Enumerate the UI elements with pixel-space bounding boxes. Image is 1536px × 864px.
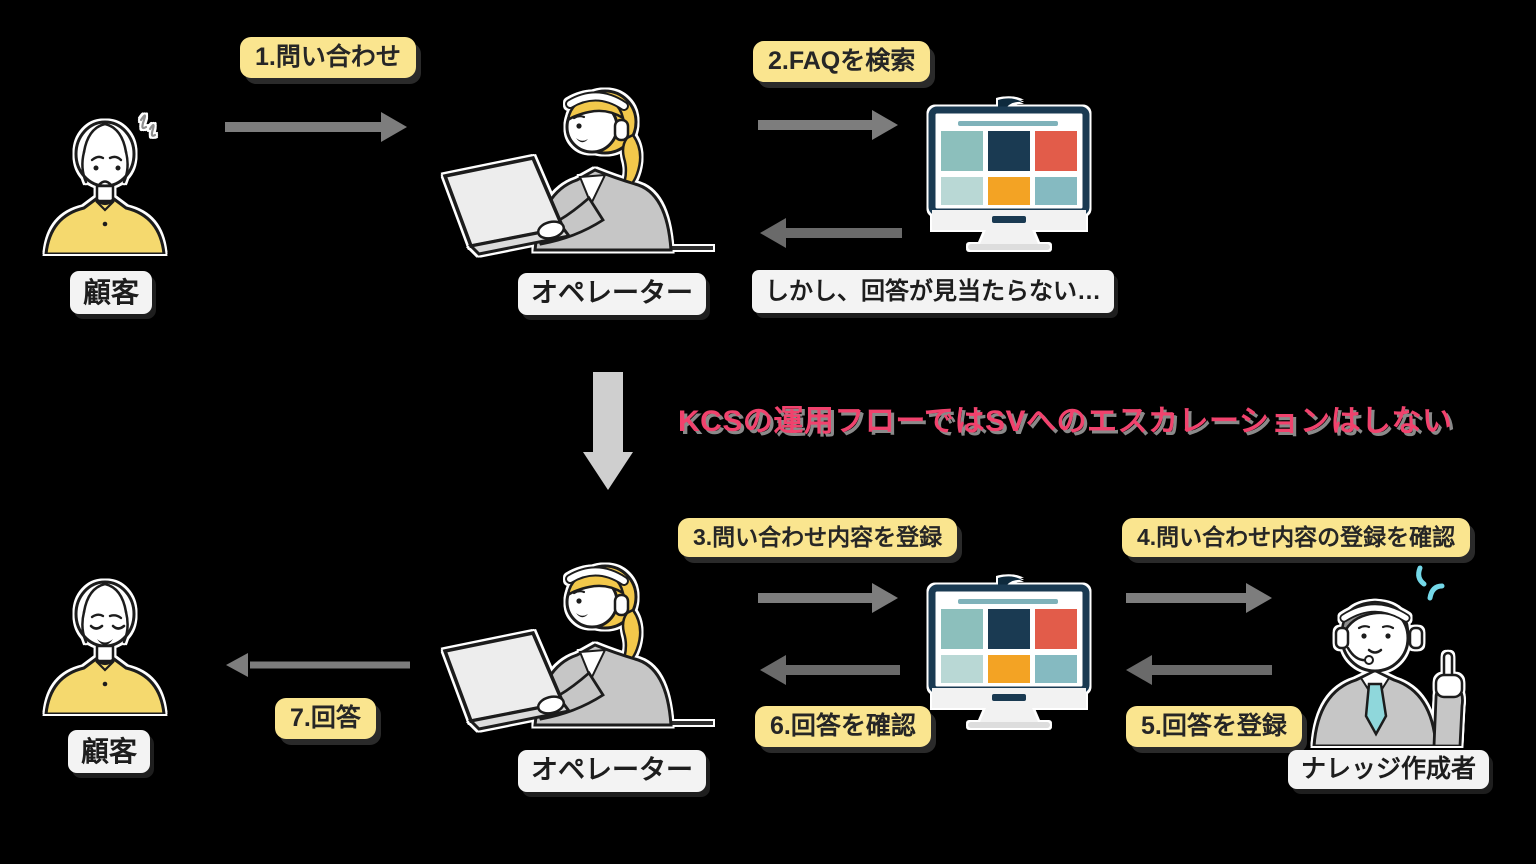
headset-band [567,93,627,109]
operator-label-bottom: オペレーター [518,750,706,792]
operator-label-top: オペレーター [518,273,706,315]
no-answer-note: しかし、回答が見当たらない… [752,270,1114,314]
step2-label: 2.FAQを検索 [753,41,931,83]
step1-arrow-right-icon [225,110,407,144]
headset-band [567,568,627,584]
step4-label: 4.問い合わせ内容の登録を確認 [1122,518,1471,557]
kcs-rule-note: KCSの運用フローではSVへのエスカレーションはしない [678,405,1453,438]
headset-earcup [613,118,630,142]
creator-hand [1434,673,1464,699]
step2-return-arrow-left-icon [760,216,902,250]
screen-topline [958,121,1058,126]
headset-earcup [613,593,630,617]
step7-label: 7.回答 [275,698,376,740]
creator-tie [1364,682,1388,737]
customer-shirt [44,657,166,714]
step5-label: 5.回答を登録 [1126,706,1302,748]
customer-label-top: 顧客 [70,271,153,314]
headset-earcup [1408,626,1424,650]
faq-monitor-illustration-bottom [928,576,1090,728]
headset-earcup [1334,626,1350,650]
step6-return-arrow-left-icon [760,653,900,687]
step1-label: 1.問い合わせ [240,37,416,79]
customer-illustration-bottom [44,580,166,714]
customer-illustration-top [44,114,166,254]
step5-return-arrow-left-icon [1126,653,1272,687]
sparkle-icon [1416,565,1445,601]
operator-hand [536,220,566,240]
operator-illustration-top [442,89,713,256]
headset-band [1341,605,1409,621]
step4-arrow-right-icon [1126,581,1272,615]
monitor-stand [980,230,1038,244]
down-arrow-icon [583,372,633,490]
step7-arrow-left-icon [226,648,410,682]
worry-squiggle-icon [139,114,157,137]
step6-label: 6.回答を確認 [755,706,931,748]
customer-label-bottom: 顧客 [68,730,151,773]
operator-illustration-bottom [442,564,713,731]
customer-shirt [44,197,166,254]
monitor-base [968,244,1050,250]
knowledge-creator-label: ナレッジ作成者 [1288,750,1490,790]
step2-arrow-right-icon [758,108,898,142]
faq-monitor-illustration-top [928,98,1090,250]
step3-label: 3.問い合わせ内容を登録 [678,518,958,557]
step3-arrow-right-icon [758,581,898,615]
knowledge-creator-illustration [1312,600,1464,746]
